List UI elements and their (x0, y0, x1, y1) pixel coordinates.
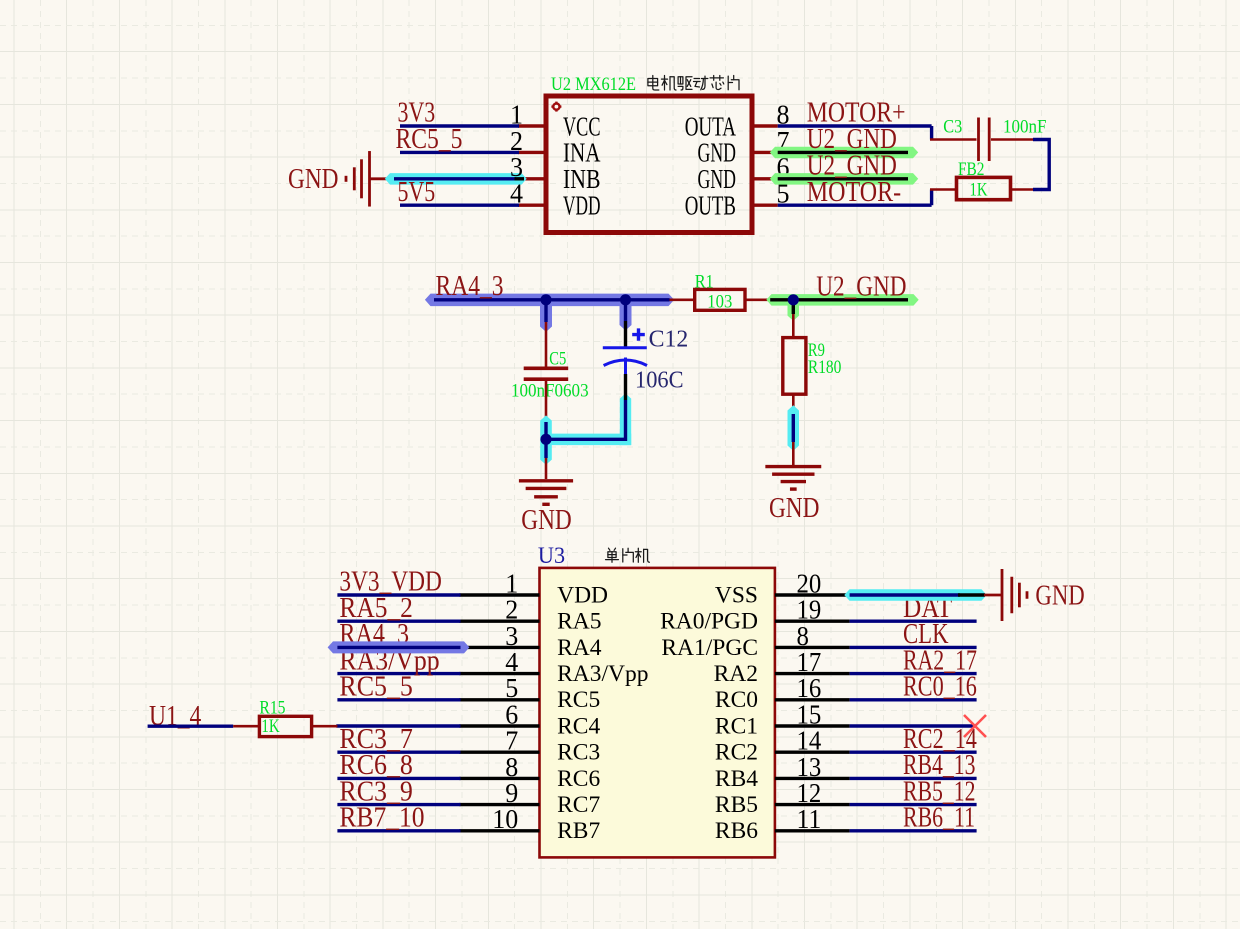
svg-text:10: 10 (492, 804, 518, 834)
svg-text:GND: GND (1035, 580, 1084, 611)
svg-text:RB5: RB5 (715, 792, 758, 818)
svg-text:C3: C3 (943, 116, 962, 137)
svg-text:8: 8 (505, 752, 518, 782)
svg-text:RC3: RC3 (557, 740, 600, 766)
svg-text:3: 3 (510, 152, 523, 182)
svg-text:1: 1 (505, 568, 518, 598)
svg-text:U2 MX612E: U2 MX612E (551, 74, 636, 95)
svg-text:RA5: RA5 (557, 609, 601, 635)
svg-text:C12: C12 (649, 327, 689, 353)
svg-text:INB: INB (563, 164, 601, 194)
svg-text:RA3/Vpp: RA3/Vpp (557, 661, 648, 687)
svg-text:5: 5 (777, 179, 790, 209)
svg-text:RC3_7: RC3_7 (339, 724, 413, 755)
svg-text:RA4_3: RA4_3 (436, 271, 504, 302)
svg-text:RB6_11: RB6_11 (903, 803, 975, 834)
svg-text:RC5: RC5 (557, 687, 600, 713)
svg-text:INA: INA (563, 138, 601, 168)
svg-text:R1: R1 (695, 271, 714, 292)
svg-text:RA0/PGD: RA0/PGD (660, 609, 758, 635)
svg-text:GND: GND (521, 505, 572, 536)
svg-text:MOTOR+: MOTOR+ (807, 98, 906, 129)
svg-text:13: 13 (797, 752, 822, 782)
svg-text:12: 12 (797, 778, 822, 808)
svg-text:RB4_13: RB4_13 (903, 750, 976, 781)
svg-text:RC2_14: RC2_14 (903, 724, 977, 755)
svg-text:RC2: RC2 (715, 740, 758, 766)
svg-text:RC4: RC4 (557, 713, 600, 739)
svg-text:3V3_VDD: 3V3_VDD (339, 567, 442, 598)
svg-text:OUTA: OUTA (685, 111, 737, 141)
svg-text:8: 8 (797, 621, 809, 651)
svg-text:GND: GND (698, 138, 737, 168)
svg-text:R180: R180 (808, 357, 842, 378)
svg-text:GND: GND (769, 493, 820, 524)
svg-text:RB7: RB7 (557, 818, 600, 844)
svg-text:VDD: VDD (557, 582, 608, 608)
svg-text:RC1: RC1 (715, 713, 758, 739)
svg-text:14: 14 (797, 726, 822, 756)
svg-text:RC5_5: RC5_5 (339, 672, 413, 703)
svg-text:RA2: RA2 (714, 661, 758, 687)
svg-text:R9: R9 (808, 340, 825, 361)
svg-text:CLK: CLK (903, 619, 949, 650)
svg-text:OUTB: OUTB (685, 191, 736, 221)
svg-text:VDD: VDD (563, 191, 601, 221)
svg-text:FB2: FB2 (958, 159, 985, 180)
svg-text:106C: 106C (635, 368, 684, 394)
svg-text:1K: 1K (261, 716, 280, 737)
svg-text:U2_GND: U2_GND (807, 151, 897, 182)
svg-text:1: 1 (510, 99, 523, 129)
svg-text:15: 15 (797, 699, 822, 729)
svg-text:MOTOR-: MOTOR- (807, 177, 901, 208)
svg-text:C5: C5 (549, 348, 566, 369)
svg-text:GND: GND (288, 164, 339, 195)
svg-text:VCC: VCC (563, 111, 601, 141)
svg-text:RC7: RC7 (557, 792, 600, 818)
svg-text:3V3: 3V3 (398, 98, 436, 129)
svg-text:11: 11 (797, 804, 822, 834)
svg-text:9: 9 (505, 778, 518, 808)
svg-text:2: 2 (505, 595, 518, 625)
svg-text:RC3_9: RC3_9 (339, 776, 413, 807)
svg-text:RA5_2: RA5_2 (339, 593, 413, 624)
svg-text:U2_GND: U2_GND (807, 124, 897, 155)
svg-text:U3: U3 (538, 543, 565, 568)
svg-text:RB5_12: RB5_12 (903, 776, 976, 807)
svg-text:7: 7 (505, 726, 518, 756)
svg-text:RB7_10: RB7_10 (339, 803, 424, 834)
svg-text:U2_GND: U2_GND (816, 272, 906, 303)
svg-text:RB4: RB4 (715, 766, 758, 792)
svg-text:100nF: 100nF (1003, 116, 1047, 137)
svg-text:RA1/PGC: RA1/PGC (661, 635, 758, 661)
svg-text:2: 2 (510, 126, 523, 156)
svg-text:16: 16 (797, 673, 822, 703)
svg-text:RC6_8: RC6_8 (339, 750, 413, 781)
svg-text:VSS: VSS (715, 582, 758, 608)
svg-text:RA2_17: RA2_17 (903, 645, 977, 676)
svg-text:5: 5 (505, 673, 518, 703)
svg-text:RC5_5: RC5_5 (396, 124, 463, 155)
svg-text:8: 8 (777, 99, 790, 129)
svg-text:103: 103 (707, 292, 732, 313)
svg-text:RB6: RB6 (715, 818, 758, 844)
svg-text:RC6: RC6 (557, 766, 600, 792)
svg-text:RA4: RA4 (557, 635, 602, 661)
svg-text:RC0: RC0 (715, 687, 758, 713)
svg-text:4: 4 (505, 647, 518, 677)
svg-text:1K: 1K (970, 180, 988, 201)
svg-text:20: 20 (797, 568, 822, 598)
svg-text:6: 6 (505, 699, 518, 729)
svg-text:5V5: 5V5 (398, 177, 436, 208)
svg-text:RC0_16: RC0_16 (903, 672, 977, 703)
svg-text:GND: GND (698, 164, 737, 194)
svg-text:4: 4 (510, 179, 523, 209)
svg-text:100nF0603: 100nF0603 (511, 381, 589, 402)
svg-text:R15: R15 (259, 697, 285, 718)
svg-text:19: 19 (797, 595, 822, 625)
svg-text:17: 17 (797, 647, 822, 677)
svg-text:3: 3 (505, 621, 518, 651)
